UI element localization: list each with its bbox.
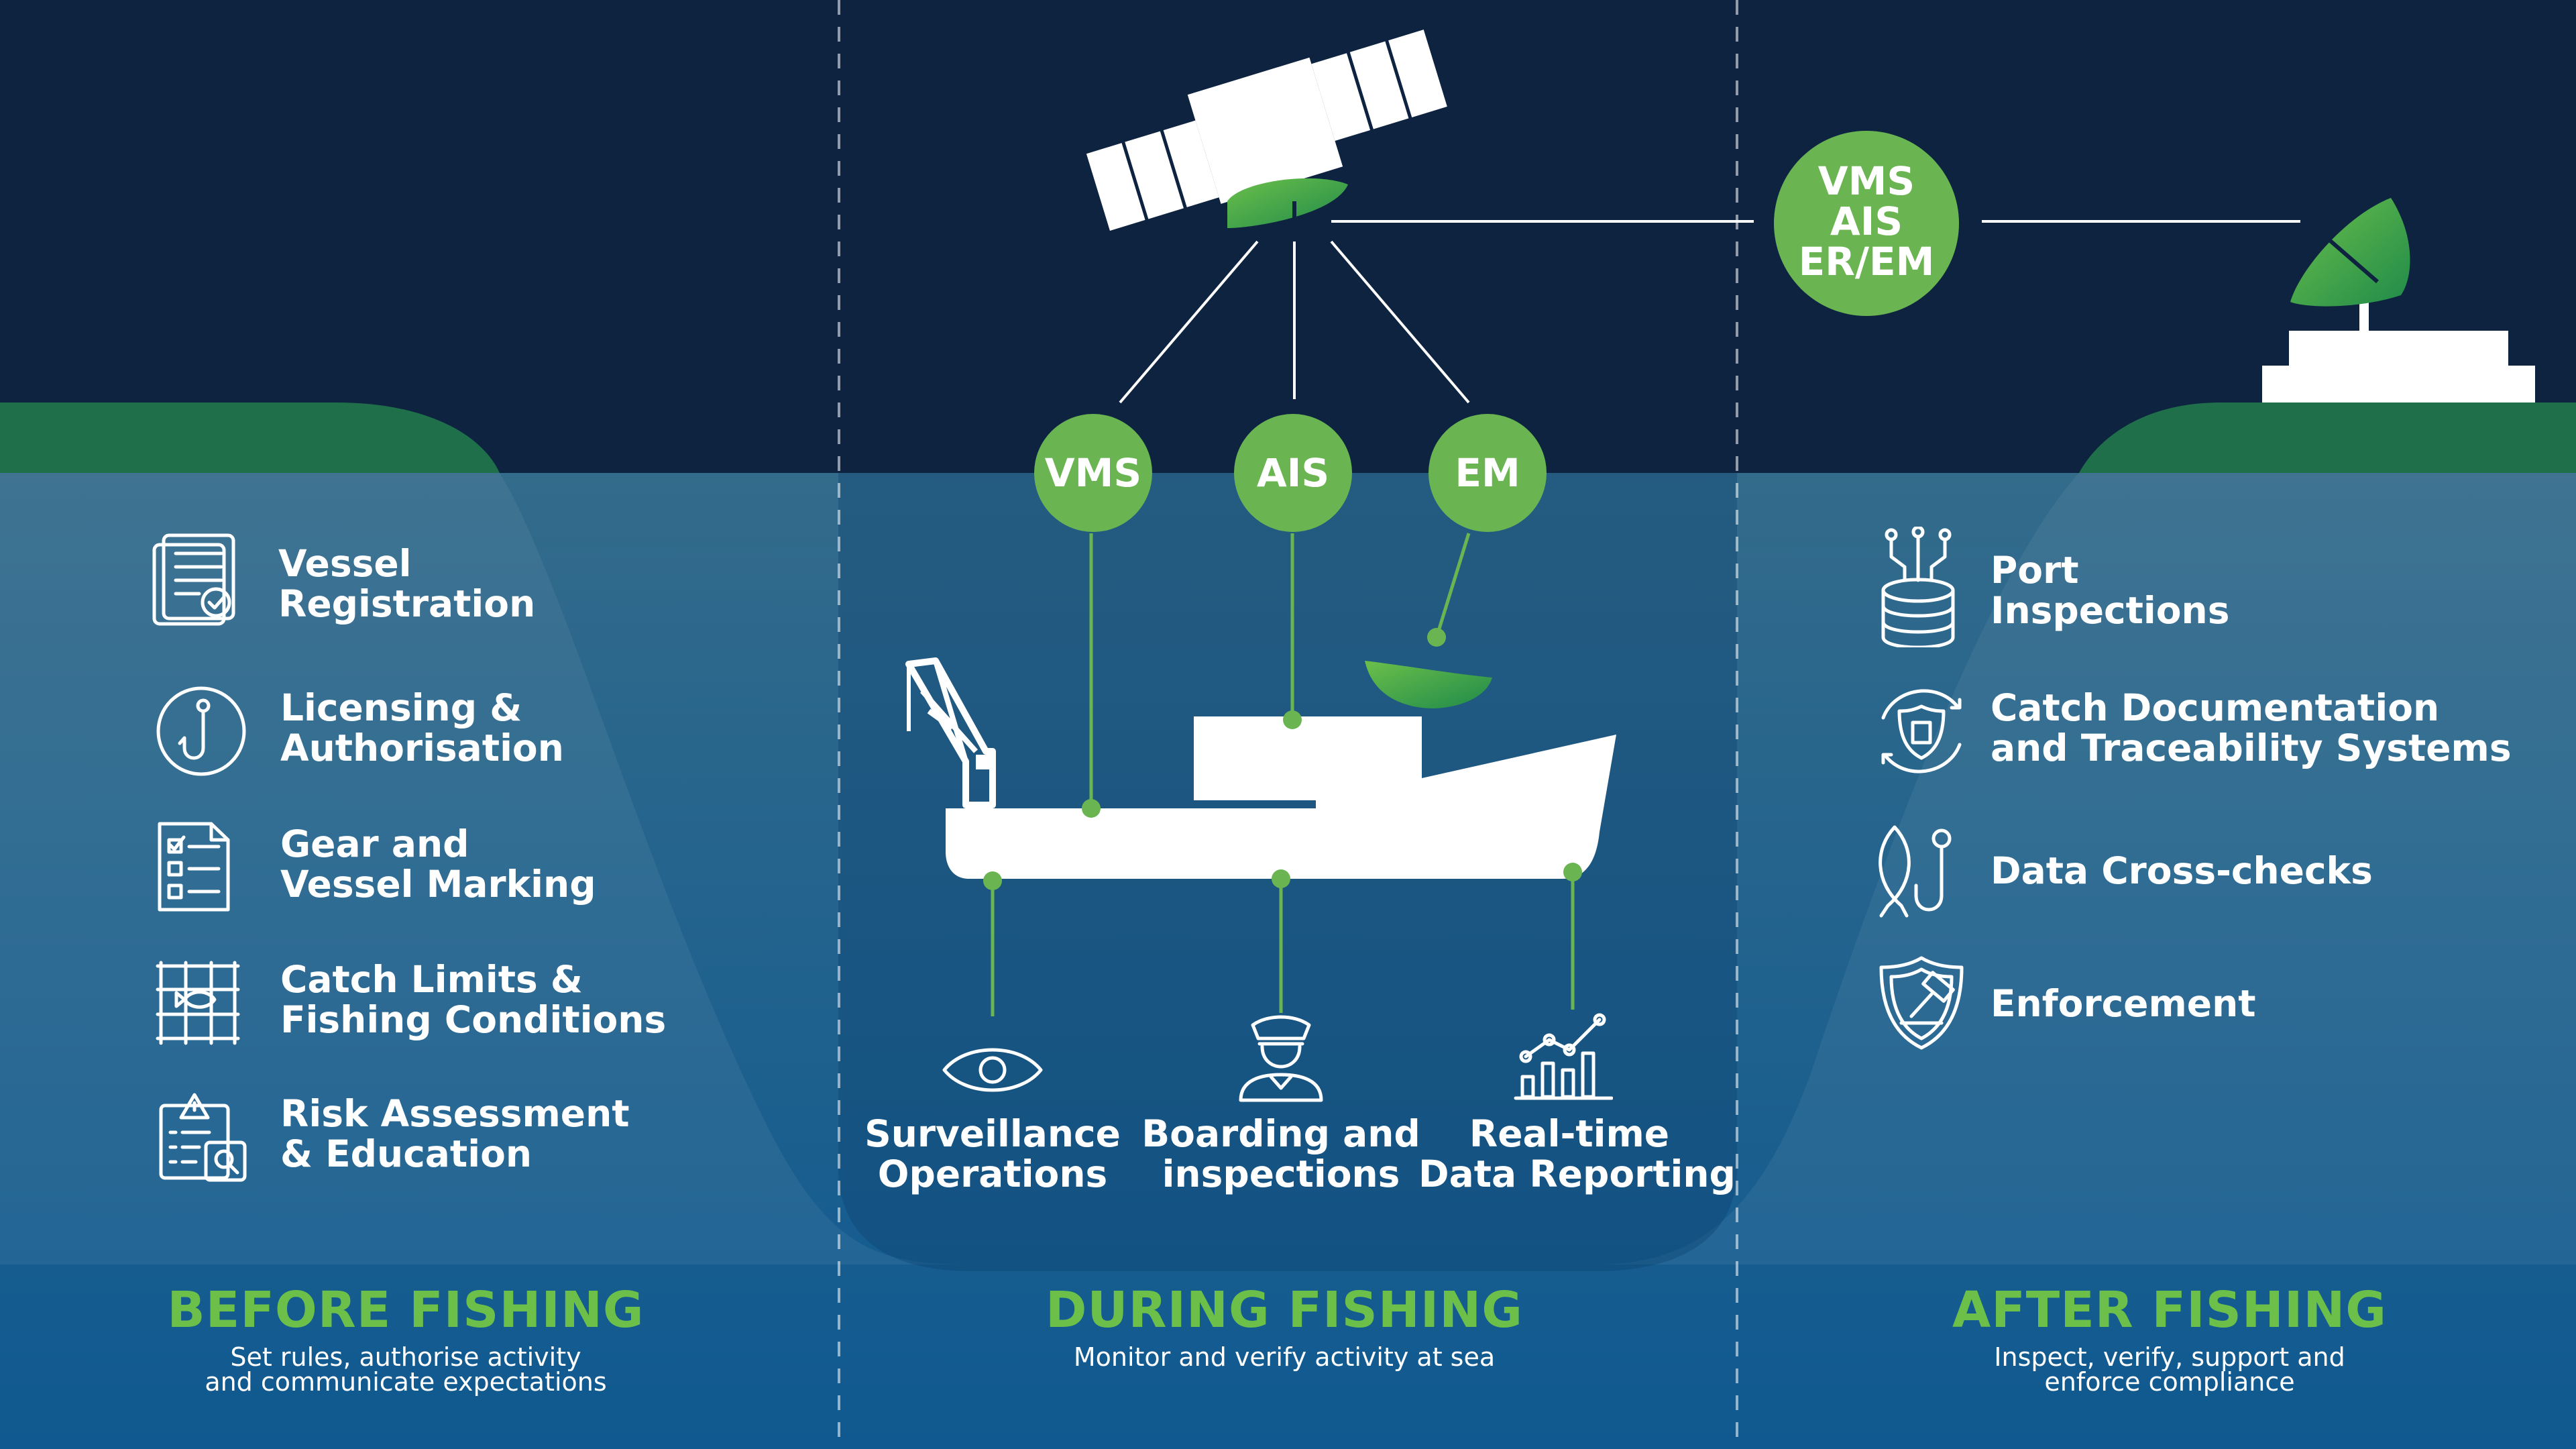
vms-badge: VMS	[1034, 414, 1152, 532]
right-mound	[1596, 473, 2576, 1265]
during-fishing-title: DURING FISHING	[1046, 1281, 1523, 1339]
licensing-label: Licensing &Authorisation	[280, 686, 564, 769]
fish-hook-icon	[1879, 825, 1952, 918]
during-fishing-subtitle: Monitor and verify activity at sea	[1073, 1342, 1496, 1372]
right-land	[2079, 402, 2576, 473]
svg-text:EM: EM	[1455, 450, 1520, 496]
registration-document-icon	[152, 533, 235, 626]
ground-station-icon	[2262, 198, 2535, 402]
eye-icon	[942, 1048, 1043, 1092]
em-badge: EM	[1429, 414, 1547, 532]
database-icon	[1881, 527, 1955, 647]
link-vms	[1119, 240, 1259, 404]
enforcement-shield-icon	[1879, 956, 1964, 1050]
shield-cycle-icon	[1881, 689, 1962, 773]
ais-badge: AIS	[1234, 414, 1352, 532]
after-fishing-title: AFTER FISHING	[1952, 1281, 2388, 1339]
risk-assessment-icon	[159, 1093, 247, 1182]
checklist-icon	[158, 822, 230, 912]
bar-chart-icon	[1514, 1013, 1613, 1100]
svg-text:ER/EM: ER/EM	[1799, 239, 1935, 284]
data-crosschecks-label: Data Cross-checks	[1991, 849, 2373, 892]
fishing-hook-icon	[156, 686, 246, 776]
before-fishing-title: BEFORE FISHING	[167, 1281, 645, 1339]
enforcement-label: Enforcement	[1991, 982, 2256, 1025]
fishing-vessel-icon	[905, 657, 1616, 879]
combined-data-badge: VMS AIS ER/EM	[1774, 131, 1959, 316]
catch-limits-label: Catch Limits &Fishing Conditions	[280, 958, 667, 1041]
link-em	[1330, 240, 1470, 404]
svg-text:AIS: AIS	[1830, 199, 1903, 244]
risk-assessment-label: Risk Assessment& Education	[280, 1092, 630, 1175]
svg-text:VMS: VMS	[1818, 158, 1915, 204]
svg-text:AIS: AIS	[1257, 450, 1329, 496]
fishing-net-icon	[156, 961, 240, 1045]
svg-text:VMS: VMS	[1045, 450, 1141, 496]
left-mound	[0, 473, 972, 1265]
inspector-icon	[1239, 1015, 1323, 1102]
sea	[0, 473, 2576, 1449]
satellite-icon	[1086, 30, 1447, 231]
left-land	[0, 402, 500, 473]
